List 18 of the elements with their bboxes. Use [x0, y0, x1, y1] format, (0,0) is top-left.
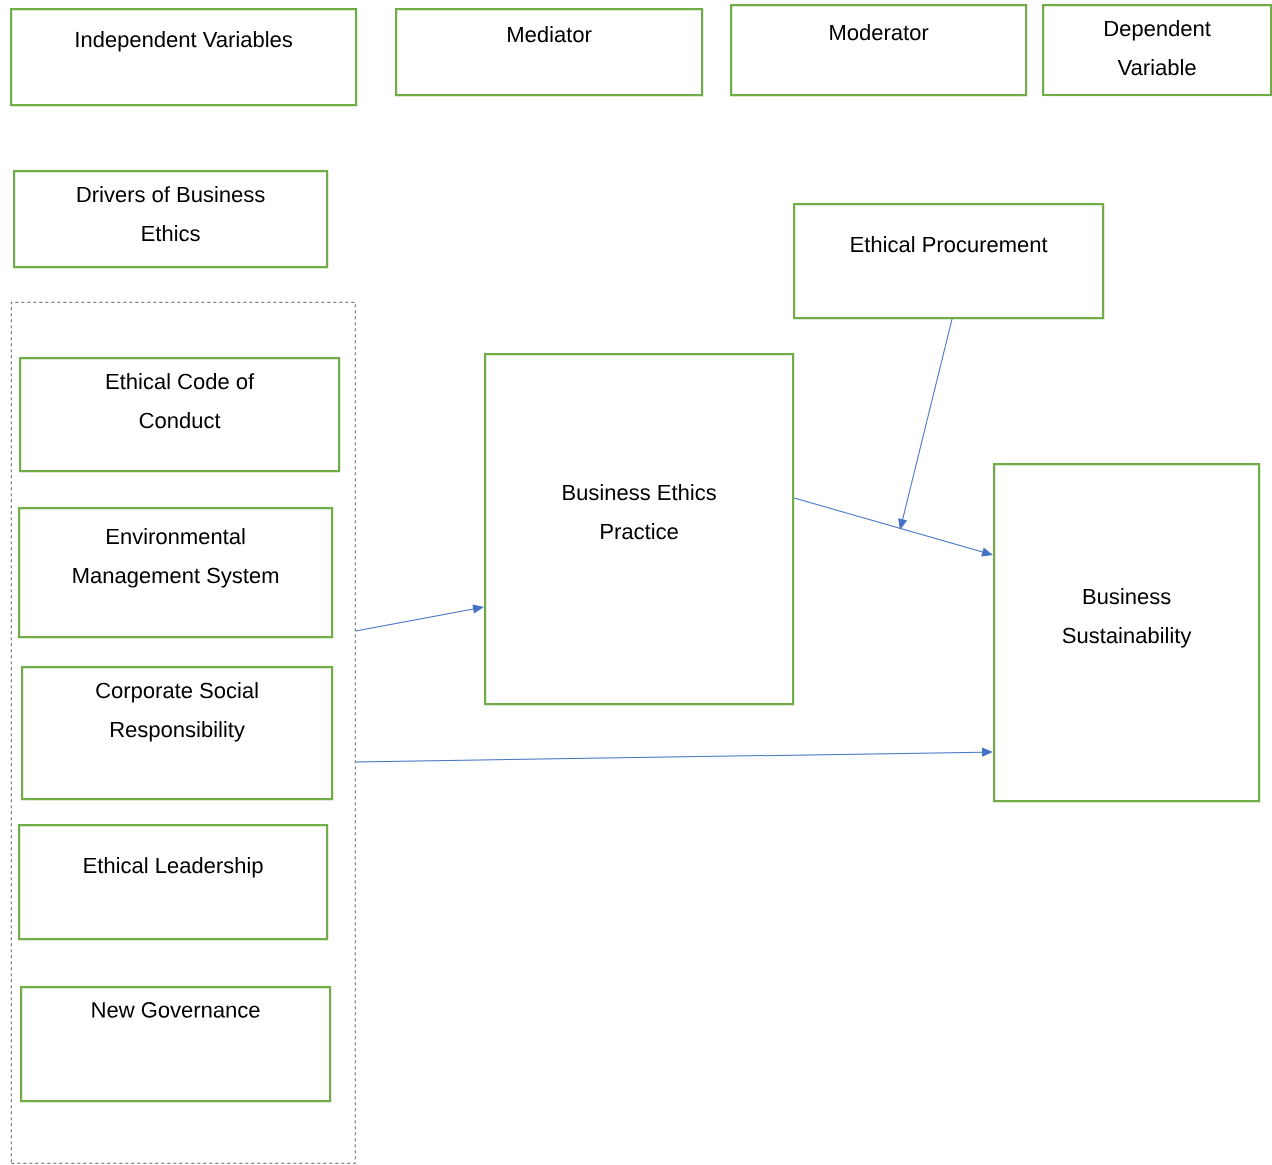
- text-box: Independent Variables: [10, 8, 358, 107]
- arrow: [898, 318, 953, 530]
- text-box: New Governance: [20, 986, 332, 1103]
- arrow: [793, 497, 993, 557]
- text-box: Drivers of Business Ethics: [13, 170, 329, 269]
- text-box: Ethical Procurement: [793, 203, 1105, 320]
- text-box: Mediator: [395, 8, 704, 97]
- text-box: Environmental Management System: [18, 507, 334, 639]
- text-box: Business Ethics Practice: [484, 353, 795, 706]
- text-box: Ethical Leadership: [18, 824, 329, 941]
- text-box: Moderator: [730, 4, 1028, 97]
- arrow: [355, 604, 484, 632]
- text-box: Ethical Code of Conduct: [19, 357, 341, 473]
- text-box: Corporate Social Responsibility: [21, 666, 334, 801]
- text-box: Business Sustainability: [993, 463, 1261, 803]
- text-box: Dependent Variable: [1042, 4, 1272, 97]
- arrow: [355, 747, 993, 763]
- dashed-group-box: [11, 302, 356, 1164]
